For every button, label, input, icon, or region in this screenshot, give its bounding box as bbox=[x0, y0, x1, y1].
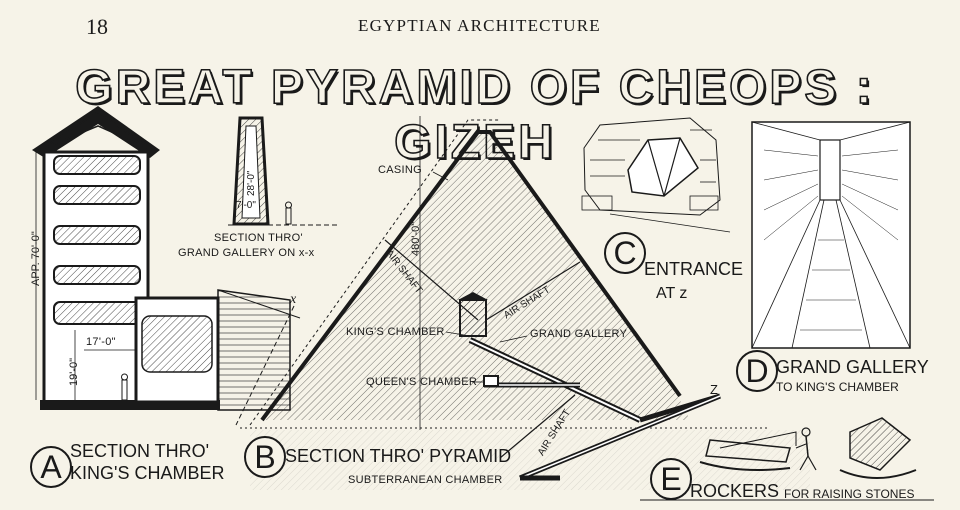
label-casing: CASING bbox=[378, 164, 422, 176]
caption-c-line2: AT z bbox=[656, 285, 688, 302]
pyramid-section-drawing bbox=[235, 116, 810, 490]
kings-chamber-section-drawing bbox=[32, 106, 301, 411]
label-z: Z bbox=[710, 382, 719, 397]
dim-gallery-width: 7'-0" bbox=[236, 200, 256, 211]
running-head: EGYPTIAN ARCHITECTURE bbox=[358, 16, 601, 35]
caption-gallery-line1: SECTION THRO' bbox=[214, 232, 303, 244]
figure-letter-d: D bbox=[736, 350, 778, 392]
caption-a-line2: KING'S CHAMBER bbox=[70, 463, 225, 483]
caption-b: SECTION THRO' PYRAMID bbox=[285, 446, 512, 466]
grand-gallery-perspective bbox=[751, 121, 911, 349]
dim-height-a: APP. 70'-0" bbox=[30, 231, 42, 286]
figure-letter-b: B bbox=[244, 436, 286, 478]
caption-e-sub: FOR RAISING STONES bbox=[784, 487, 915, 501]
grand-gallery-section-drawing bbox=[228, 116, 340, 226]
figure-letter-e: E bbox=[650, 458, 692, 500]
caption-gallery-line2: GRAND GALLERY ON x-x bbox=[178, 247, 315, 259]
label-grand-gallery: GRAND GALLERY bbox=[530, 328, 628, 340]
caption-a-line1: SECTION THRO' bbox=[70, 441, 210, 461]
caption-e: ROCKERS bbox=[690, 481, 780, 501]
entrance-sketch bbox=[581, 117, 731, 233]
rockers-sketch bbox=[640, 417, 934, 501]
label-queens-chamber: QUEEN'S CHAMBER bbox=[366, 376, 478, 388]
dim-pyramid-height: 480'-0" bbox=[410, 221, 422, 256]
caption-d-line2: TO KING'S CHAMBER bbox=[776, 380, 899, 394]
dim-room-a: 19'-0" bbox=[68, 357, 80, 386]
label-kings-chamber: KING'S CHAMBER bbox=[346, 326, 445, 338]
caption-d-line1: GRAND GALLERY bbox=[776, 357, 929, 377]
dim-width-a: 17'-0" bbox=[86, 336, 116, 348]
figure-letter-c: C bbox=[604, 232, 646, 274]
page-number: 18 bbox=[86, 14, 108, 39]
page-title: GREAT PYRAMID OF CHEOPS : GIZEH bbox=[74, 60, 875, 170]
label-subterranean-chamber: SUBTERRANEAN CHAMBER bbox=[348, 474, 503, 486]
figure-letter-a: A bbox=[30, 446, 72, 488]
caption-c-line1: ENTRANCE bbox=[644, 259, 744, 279]
dim-gallery-height: 28'-0" bbox=[246, 170, 257, 196]
section-marker-x: x bbox=[290, 292, 297, 307]
